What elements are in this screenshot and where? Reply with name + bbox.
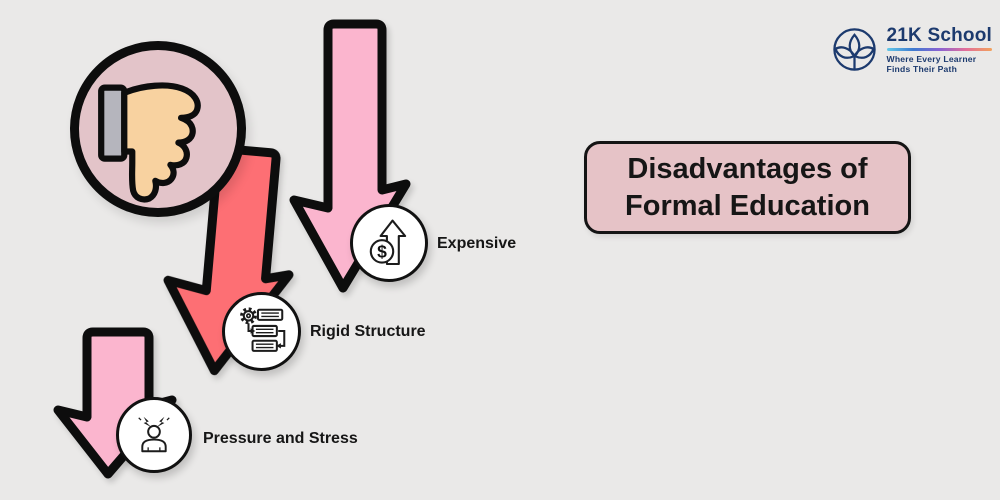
label-pressure-stress: Pressure and Stress (203, 430, 358, 447)
person-body (141, 438, 167, 453)
flow-arrowhead-right (275, 342, 281, 349)
thumbs-down-hand (121, 82, 201, 203)
thumbs-down-badge (70, 41, 246, 217)
process-bar-3 (251, 339, 278, 352)
title-line-2: Formal Education (625, 189, 870, 222)
expensive-icon-circle: $ (350, 204, 428, 282)
label-rigid-structure: Rigid Structure (310, 323, 426, 340)
logo-gradient-divider (886, 48, 992, 51)
brand-tagline-line-2: Finds Their Path (886, 63, 958, 74)
brand-name: 21K School (886, 25, 992, 46)
pressure-stress-icon-circle (116, 397, 192, 473)
gear-body (242, 309, 254, 322)
brand-tagline-line-1: Where Every Learner (886, 53, 977, 64)
label-expensive: Expensive (437, 235, 517, 252)
lotus-logo-icon (832, 28, 876, 71)
title-line-1: Disadvantages of (627, 152, 868, 185)
stress-bolt-right (156, 416, 165, 428)
up-arrow-glyph (379, 219, 407, 266)
brand-logo: 21K School Where Every Learner Finds The… (831, 26, 992, 74)
flow-arrow-left (246, 322, 251, 332)
process-bar-2 (251, 324, 278, 337)
sleeve-cuff (98, 84, 128, 162)
coin-circle (369, 239, 395, 264)
flow-arrowhead-left (250, 327, 255, 334)
process-bar-1 (256, 308, 283, 321)
flow-arrow-right (277, 329, 285, 347)
dollar-sign: $ (377, 242, 387, 262)
title-card: Disadvantages of Formal Education (584, 141, 911, 234)
rising-cost-icon: $ (369, 219, 407, 266)
thumbs-down-icon (98, 82, 201, 203)
person-head (147, 424, 161, 439)
stressed-person-icon (138, 416, 170, 453)
stress-bolt-left (143, 416, 152, 428)
rigid-structure-icon-circle (222, 292, 301, 371)
process-gear-icon (239, 306, 285, 352)
gear-hub (245, 312, 251, 318)
